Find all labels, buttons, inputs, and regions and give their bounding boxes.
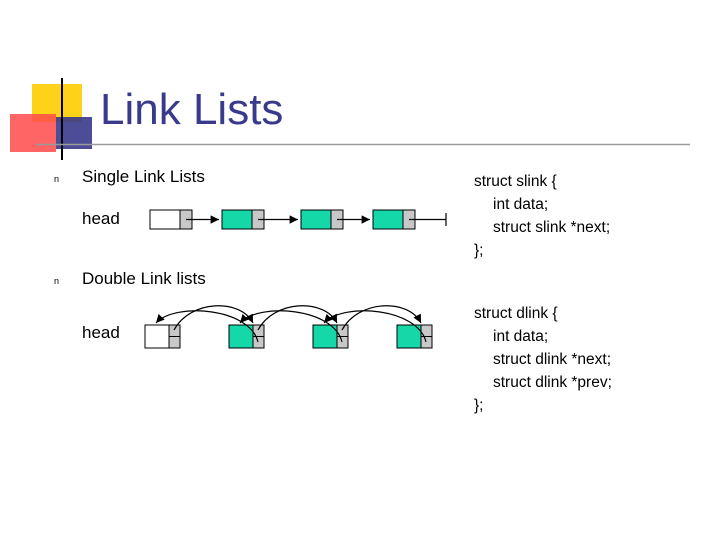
list-node xyxy=(221,209,265,230)
dlink-struct-code: struct dlink { int data; struct dlink *n… xyxy=(474,302,612,417)
title-divider xyxy=(36,143,690,146)
prev-pointer-arc xyxy=(323,310,427,343)
code-line: }; xyxy=(474,242,484,259)
code-line: struct dlink { xyxy=(474,305,558,322)
head-label-doubly: head xyxy=(82,323,120,342)
doubly-linked-list xyxy=(144,305,433,349)
code-line: int data; xyxy=(493,328,549,345)
code-line: int data; xyxy=(493,196,549,213)
code-line: struct dlink *prev; xyxy=(493,374,612,391)
code-line: struct dlink *next; xyxy=(493,351,612,368)
list-node xyxy=(396,324,433,349)
slide-title: Link Lists xyxy=(100,85,284,134)
singly-linked-list xyxy=(149,209,447,230)
list-node xyxy=(300,209,344,230)
head-label-singly: head xyxy=(82,209,120,228)
slink-struct-code: struct slink { int data; struct slink *n… xyxy=(474,170,610,262)
single-link-lists-label: Single Link Lists xyxy=(82,167,205,186)
code-line: struct slink { xyxy=(474,173,557,190)
logo-red-square xyxy=(10,114,56,152)
list-node xyxy=(228,324,265,349)
code-line: struct slink *next; xyxy=(493,219,611,236)
bullet-marker: n xyxy=(54,174,60,184)
head-node xyxy=(144,324,181,349)
double-link-lists-label: Double Link lists xyxy=(82,269,206,288)
prev-pointer-arc xyxy=(155,310,259,343)
list-node xyxy=(372,209,416,230)
code-line: }; xyxy=(474,397,484,414)
corner-logo-decoration xyxy=(10,78,92,160)
next-pointer-arc xyxy=(341,305,422,331)
list-node xyxy=(312,324,349,349)
head-node xyxy=(149,209,193,230)
bullet-marker: n xyxy=(54,276,60,286)
prev-pointer-arc xyxy=(239,310,343,343)
